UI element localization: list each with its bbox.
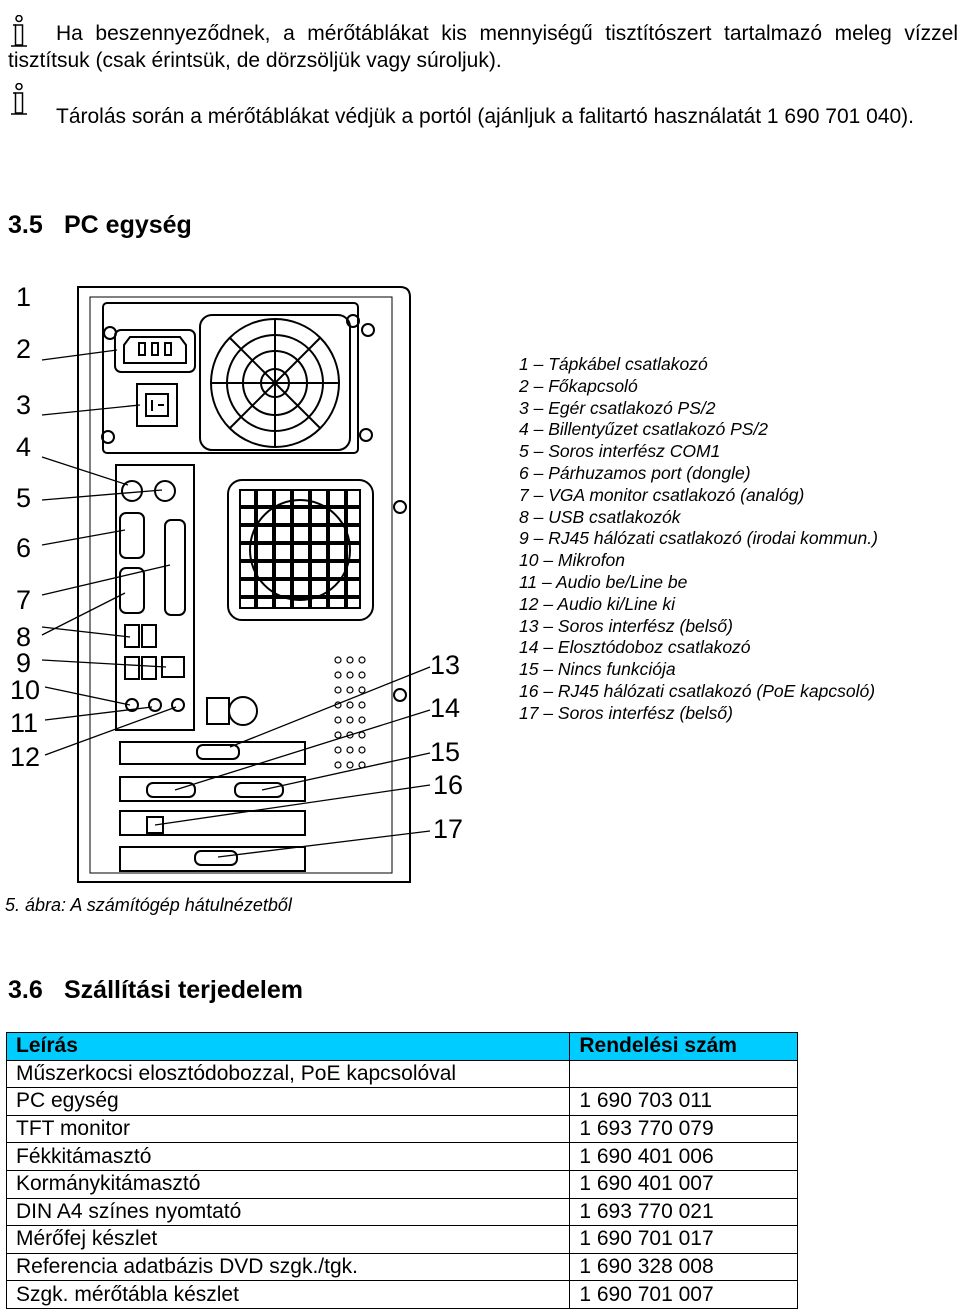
legend-item: 4 – Billentyűzet csatlakozó PS/2 xyxy=(519,419,769,440)
callout-label: 1 xyxy=(16,282,31,312)
note-text: Tárolás során a mérőtáblákat védjük a po… xyxy=(56,105,915,128)
cell-description: DIN A4 színes nyomtató xyxy=(5,1197,571,1227)
callout-label: 3 xyxy=(16,390,31,420)
callout-label: 10 xyxy=(10,675,40,705)
cell-order-number: 1 690 401 006 xyxy=(569,1142,798,1171)
callout-label: 9 xyxy=(16,648,31,678)
column-header-order-number: Rendelési szám xyxy=(569,1032,798,1061)
cell-description: Fékkitámasztó xyxy=(5,1142,571,1171)
note-text: Ha beszennyeződnek, a mérőtáblákat kis m… xyxy=(8,22,958,72)
legend-item: 11 – Audio be/Line be xyxy=(519,571,688,592)
cell-description: Műszerkocsi elosztódobozzal, PoE kapcsol… xyxy=(5,1059,571,1089)
delivery-scope-table: Leírás Rendelési szám Műszerkocsi eloszt… xyxy=(5,1032,798,1309)
legend-item: 8 – USB csatlakozók xyxy=(519,506,681,527)
note-storage: Tárolás során a mérőtáblákat védjük a po… xyxy=(8,83,958,130)
cell-description: Mérőfej készlet xyxy=(5,1225,571,1254)
section-number: 3.6 xyxy=(8,976,43,1004)
cell-order-number xyxy=(569,1059,798,1089)
cell-description: Szgk. mérőtábla készlet xyxy=(5,1280,571,1309)
callout-label: 8 xyxy=(16,622,31,652)
callout-label: 5 xyxy=(16,483,31,513)
table-row: Mérőfej készlet 1 690 701 017 xyxy=(5,1225,798,1254)
cell-order-number: 1 690 401 007 xyxy=(569,1169,798,1199)
column-header-description: Leírás xyxy=(5,1032,571,1061)
cell-description: Referencia adatbázis DVD szgk./tgk. xyxy=(5,1252,571,1282)
legend-item: 15 – Nincs funkciója xyxy=(519,659,676,680)
legend-item: 6 – Párhuzamos port (dongle) xyxy=(519,462,751,483)
cell-order-number: 1 690 328 008 xyxy=(569,1252,798,1282)
callout-label: 12 xyxy=(10,742,40,772)
legend-item: 17 – Soros interfész (belső) xyxy=(519,702,733,723)
legend-item: 3 – Egér csatlakozó PS/2 xyxy=(519,397,716,418)
legend-item: 1 – Tápkábel csatlakozó xyxy=(519,354,708,374)
table-row: DIN A4 színes nyomtató 1 693 770 021 xyxy=(5,1197,798,1227)
table-row: Referencia adatbázis DVD szgk./tgk. 1 69… xyxy=(5,1252,798,1282)
table-row: Kormánykitámasztó 1 690 401 007 xyxy=(5,1169,798,1199)
legend-item: 14 – Elosztódoboz csatlakozó xyxy=(519,637,751,658)
legend-item: 10 – Mikrofon xyxy=(519,550,626,571)
callout-label: 14 xyxy=(430,693,460,723)
table-row: Szgk. mérőtábla készlet 1 690 701 007 xyxy=(5,1280,798,1309)
cell-order-number: 1 690 703 011 xyxy=(569,1087,798,1116)
table-row: Műszerkocsi elosztódobozzal, PoE kapcsol… xyxy=(5,1059,798,1089)
table-row: Fékkitámasztó 1 690 401 006 xyxy=(5,1142,798,1171)
figure-caption: 5. ábra: A számítógép hátulnézetből xyxy=(5,895,292,915)
legend-item: 2 – Főkapcsoló xyxy=(519,375,638,396)
cell-order-number: 1 693 770 079 xyxy=(569,1114,798,1144)
legend-item: 16 – RJ45 hálózati csatlakozó (PoE kapcs… xyxy=(519,680,876,701)
table-row: TFT monitor 1 693 770 079 xyxy=(5,1114,798,1144)
callout-label: 4 xyxy=(16,432,31,462)
cell-description: TFT monitor xyxy=(5,1114,571,1144)
callout-label: 17 xyxy=(433,814,463,844)
callout-label: 2 xyxy=(16,334,31,364)
note-cleaning: Ha beszennyeződnek, a mérőtáblákat kis m… xyxy=(8,15,958,74)
section-heading-pc: 3.5 PC egység xyxy=(8,211,192,240)
callout-label: 7 xyxy=(16,585,31,615)
section-title: PC egység xyxy=(64,211,192,239)
callout-label: 11 xyxy=(10,708,38,738)
info-icon xyxy=(11,83,27,115)
info-icon xyxy=(11,15,27,47)
cell-order-number: 1 693 770 021 xyxy=(569,1197,798,1227)
section-number: 3.5 xyxy=(8,211,43,239)
callout-label: 13 xyxy=(430,650,460,680)
legend-item: 13 – Soros interfész (belső) xyxy=(519,615,733,636)
pc-rear-view-figure: 1 2 3 4 5 6 7 8 9 10 11 12 13 14 15 16 1… xyxy=(10,282,463,883)
section-heading-scope: 3.6 Szállítási terjedelem xyxy=(8,976,303,1005)
section-title: Szállítási terjedelem xyxy=(64,976,304,1004)
cell-order-number: 1 690 701 007 xyxy=(569,1280,798,1309)
cell-order-number: 1 690 701 017 xyxy=(569,1225,798,1254)
callout-label: 16 xyxy=(433,770,463,800)
legend-item: 7 – VGA monitor csatlakozó (analóg) xyxy=(519,484,805,505)
callout-label: 6 xyxy=(16,533,31,563)
callout-label: 15 xyxy=(430,737,460,767)
legend-item: 12 – Audio ki/Line ki xyxy=(519,593,675,614)
legend-item: 5 – Soros interfész COM1 xyxy=(519,441,721,462)
cell-description: PC egység xyxy=(5,1087,571,1116)
table-row: PC egység 1 690 703 011 xyxy=(5,1087,798,1116)
cell-description: Kormánykitámasztó xyxy=(5,1169,571,1199)
legend-item: 9 – RJ45 hálózati csatlakozó (irodai kom… xyxy=(519,528,878,549)
table-header-row: Leírás Rendelési szám xyxy=(5,1032,798,1061)
figure-legend: 1 – Tápkábel csatlakozó 2 – Főkapcsoló 3… xyxy=(519,354,878,725)
